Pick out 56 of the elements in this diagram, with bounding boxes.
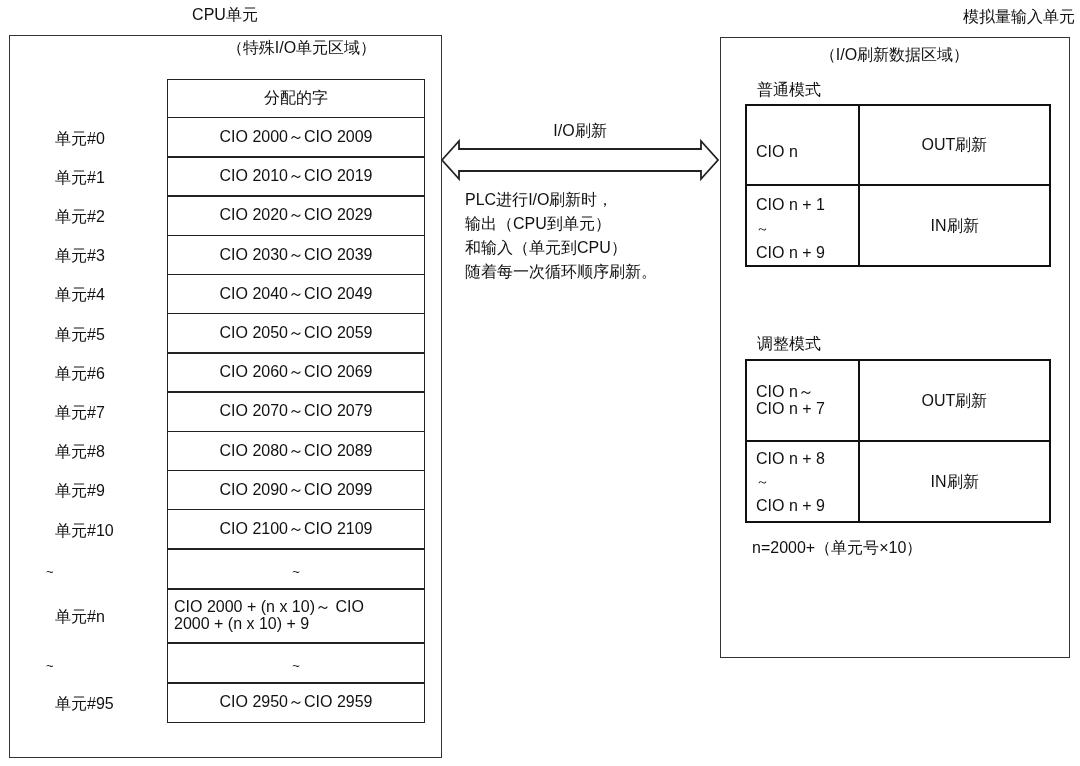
unit-label: 单元#8 [55,443,105,462]
description-text: 和输入（单元到CPU） [465,238,627,258]
description-text: 随着每一次循环顺序刷新。 [465,262,657,282]
address-range-cell: CIO 2000 + (n x 10)～ CIO 2000 + (n x 10) + 9 [167,588,425,644]
address-range-cell: CIO 2020～CIO 2029 [167,195,425,237]
unit-label: 单元#4 [55,286,105,305]
unit-label: 单元#n [55,608,105,627]
description-text: 输出（CPU到单元） [465,214,611,234]
area-heading: （I/O刷新数据区域） [818,46,971,65]
unit-label: 单元#3 [55,247,105,266]
area-heading: （特殊I/O单元区域） [225,39,378,58]
ellipsis-mark: ~ [46,564,54,580]
unit-label: 单元#9 [55,482,105,501]
address-range-cell: CIO 2070～CIO 2079 [167,391,425,433]
refresh-label: IN刷新 [929,216,980,235]
address-range-cell: CIO 2040～CIO 2049 [167,273,425,315]
ellipsis-mark: ～ [756,474,769,490]
unit-label: 单元#5 [55,325,105,344]
unit-title: CPU单元 [191,6,259,25]
address-text: CIO n [756,142,798,162]
unit-label: 单元#0 [55,129,105,148]
address-range-cell: CIO 2050～CIO 2059 [167,313,425,354]
column-header: 分配的字 [167,79,425,119]
unit-label: 单元#1 [55,168,105,187]
address-text: CIO n + 9 [756,496,825,516]
unit-label: 单元#95 [55,694,114,713]
description-text: PLC进行I/O刷新时， [465,190,614,210]
unit-label: 单元#2 [55,207,105,227]
mode-heading: 普通模式 [757,80,821,100]
double-arrow [440,138,720,182]
edge-label: I/O刷新 [552,122,608,141]
address-text: CIO n + 1 [756,195,825,215]
refresh-label: OUT刷新 [920,135,989,155]
ellipsis-cell: ~ [167,642,425,684]
unit-label: 单元#10 [55,521,114,540]
refresh-label: OUT刷新 [920,391,989,410]
address-range-cell: CIO 2010～CIO 2019 [167,156,425,197]
unit-label: 单元#7 [55,403,105,423]
formula-note: n=2000+（单元号×10） [752,538,923,558]
unit-title: 模拟量输入单元 [963,8,1075,27]
refresh-label: IN刷新 [929,472,980,491]
unit-label: 单元#6 [55,364,105,383]
address-text: CIO n + 8 [756,449,825,469]
mode-heading: 调整模式 [757,334,821,354]
address-range-cell: CIO 2090～CIO 2099 [167,469,425,511]
address-range-cell: CIO 2100～CIO 2109 [167,509,425,550]
ellipsis-mark: ~ [46,658,54,674]
address-range-cell: CIO 2060～CIO 2069 [167,352,425,393]
address-text: CIO n～ CIO n + 7 [756,384,826,418]
ellipsis-mark: ～ [756,221,769,237]
address-range-cell: CIO 2950～CIO 2959 [167,682,425,723]
address-range-cell: CIO 2080～CIO 2089 [167,430,425,472]
ellipsis-cell: ~ [167,548,425,590]
address-text: CIO n + 9 [756,243,825,263]
address-range-cell: CIO 2000～CIO 2009 [167,117,425,158]
address-range-cell: CIO 2030～CIO 2039 [167,234,425,276]
